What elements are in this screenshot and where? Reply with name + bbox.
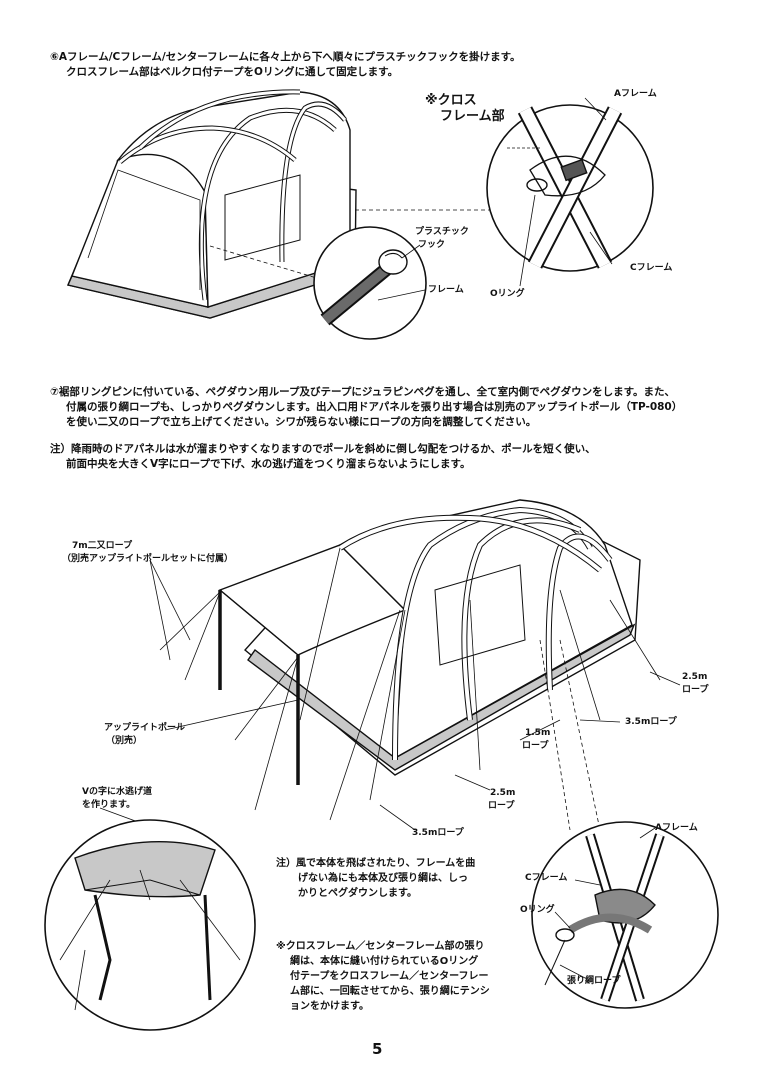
cross-frame-detail-circle (486, 97, 654, 287)
note1-line2: 前面中央を大きくV字にロープで下げ、水の逃げ道をつくり溜まらないようにします。 (66, 458, 471, 470)
note2-line2: げない為にも本体及び張り綱は、しっ (298, 873, 468, 884)
note2-line1: 注）風で本体を飛ばされたり、フレームを曲 (276, 858, 476, 869)
step6-line1: ⑥Aフレーム/Cフレーム/センターフレームに各々上から下へ順々にプラスチックフッ… (50, 51, 521, 63)
v-shape-label-1: Vの字に水逃げ道 (82, 787, 152, 797)
c-frame-label: Cフレーム (630, 263, 673, 273)
rope-2-5m-a-1: 2.5m (682, 672, 708, 682)
rope-2-5m-a-2: ロープ (682, 685, 709, 695)
cross-frame-label-2: フレーム部 (440, 109, 505, 124)
note2-line3: かりとペグダウンします。 (298, 888, 417, 899)
page-number: 5 (372, 1040, 383, 1058)
rope-2-5m-b-2: ロープ (488, 801, 515, 811)
a-frame-label: Aフレーム (614, 89, 657, 99)
o-ring-label-2: Oリング (520, 905, 555, 915)
v-shape-detail-circle (44, 819, 256, 1031)
rope-1-5m-1: 1.5m (525, 728, 551, 738)
step7-line3: を使い二又のロープで立ち上げてください。シワが残らない様にロープの方向を調整して… (66, 416, 537, 428)
cross-frame-label-1: ※クロス (425, 93, 477, 108)
rope-2-5m-b-1: 2.5m (490, 788, 516, 798)
rope-7m-note: （別売アップライトポールセットに付属） (62, 554, 234, 564)
cross-frame-detail-circle-2 (531, 821, 719, 1009)
a-frame-label-2: Aフレーム (655, 823, 698, 833)
note3-line4: ム部に、一回転させてから、張り綱にテンシ (290, 986, 490, 997)
plastic-hook-label-2: フック (418, 240, 446, 250)
tent-illustration-top (67, 89, 490, 319)
rope-3-5m-b: 3.5mロープ (412, 828, 464, 838)
note3-line5: ョンをかけます。 (290, 1001, 369, 1012)
v-shape-label-2: を作ります。 (82, 800, 136, 810)
step6-line2: クロスフレーム部はベルクロ付テープをOリングに通して固定します。 (66, 66, 399, 78)
upright-pole-note: （別売） (106, 736, 143, 746)
tent-illustration-main (99, 499, 681, 831)
plastic-hook-label-1: プラスチック (415, 227, 469, 237)
rope-3-5m-a: 3.5mロープ (625, 717, 677, 727)
step7-line1: ⑦裾部リングピンに付いている、ペグダウン用ループ及びテープにジュラピンペグを通し… (50, 386, 676, 398)
step7-line2: 付属の張り綱ロープも、しっかりペグダウンします。出入口用ドアパネルを張り出す場合… (66, 401, 683, 413)
c-frame-label-2: Cフレーム (525, 873, 568, 883)
guy-rope-label: 張り綱ロープ (567, 976, 621, 986)
note3-line2: 綱は、本体に縫い付けられているOリング (290, 956, 479, 967)
rope-1-5m-2: ロープ (522, 741, 549, 751)
plastic-hook-detail-circle (313, 226, 427, 340)
note3-line3: 付テープをクロスフレーム／センターフレー (290, 971, 489, 982)
o-ring-label: Oリング (490, 289, 525, 299)
rope-7m-label: 7m二又ロープ (72, 541, 133, 551)
upright-pole-label: アップライトポール (104, 723, 186, 733)
frame-label: フレーム (428, 285, 464, 295)
note3-line1: ※クロスフレーム／センターフレーム部の張り (276, 941, 485, 952)
note1-line1: 注）降雨時のドアパネルは水が溜まりやすくなりますのでポールを斜めに倒し勾配をつけ… (50, 443, 596, 455)
